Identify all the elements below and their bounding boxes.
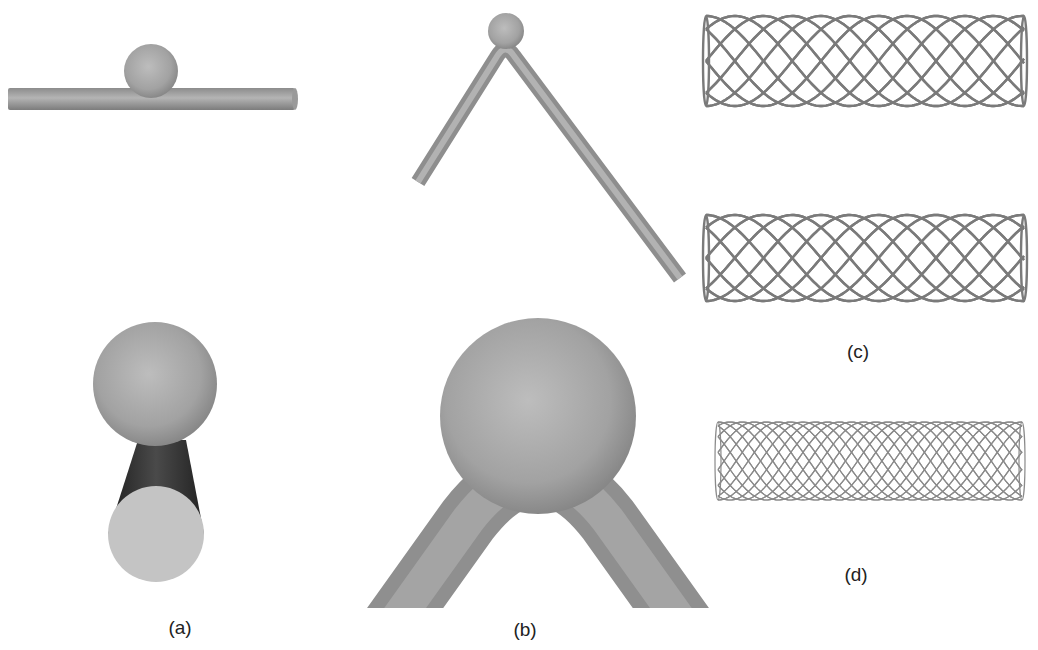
stent-strut (706, 16, 1024, 106)
panel-label: (d) (844, 564, 867, 586)
stent-strut (706, 16, 1024, 106)
rod-end (108, 486, 204, 582)
stent-strut (718, 422, 1022, 500)
stent-strut (718, 422, 1022, 500)
stent-strut (706, 16, 1024, 106)
stent-strut (718, 422, 1022, 500)
stent-strut (718, 422, 1022, 500)
stent-strut (718, 422, 1022, 500)
stent-strut (706, 16, 1024, 106)
stent-strut (718, 422, 1022, 500)
stent-strut (706, 16, 1024, 106)
stent-ring (715, 422, 721, 500)
bent-rod-highlight (418, 49, 680, 278)
stent-strut (718, 422, 1022, 500)
stent-ring (1021, 215, 1027, 301)
stent-strut (706, 215, 1024, 301)
stent-strut (718, 422, 1022, 500)
stent-strut (718, 422, 1022, 500)
stent-strut (706, 215, 1024, 301)
stent-strut (718, 422, 1022, 500)
stent-strut (706, 16, 1024, 106)
stent-strut (706, 16, 1024, 106)
panel-label: (c) (847, 341, 869, 363)
stent-strut (706, 16, 1024, 106)
stent-strut (706, 215, 1024, 301)
stent-strut (718, 422, 1022, 500)
stent-strut (706, 215, 1024, 301)
stent-strut (706, 215, 1024, 301)
stent-strut (706, 215, 1024, 301)
stent-strut (706, 215, 1024, 301)
stent-strut (706, 215, 1024, 301)
stent-strut (706, 215, 1024, 301)
panel-label: (a) (168, 617, 191, 639)
stent-strut (706, 16, 1024, 106)
stent-strut (706, 16, 1024, 106)
stent-strut (706, 215, 1024, 301)
stent-strut (718, 422, 1022, 500)
sphere (93, 322, 217, 446)
panel-label: (b) (513, 619, 536, 641)
stent-strut (706, 16, 1024, 106)
stent-strut (706, 215, 1024, 301)
stent-ring (1019, 422, 1025, 500)
stent (703, 16, 1027, 106)
stent-strut (718, 422, 1022, 500)
sphere (124, 44, 178, 98)
stent-strut (718, 422, 1022, 500)
sphere (440, 318, 636, 514)
stent-strut (718, 422, 1022, 500)
stent-strut (706, 215, 1024, 301)
stent-strut (718, 422, 1022, 500)
stent-ring (703, 16, 709, 106)
stent-strut (718, 422, 1022, 500)
stent-ring (703, 215, 709, 301)
stent-strut (718, 422, 1022, 500)
stent-strut (706, 215, 1024, 301)
stent-strut (706, 16, 1024, 106)
stent-strut (706, 16, 1024, 106)
bent-rod (418, 49, 680, 278)
stent-strut (706, 215, 1024, 301)
stent-strut (718, 422, 1022, 500)
stent-strut (718, 422, 1022, 500)
stent (715, 422, 1025, 500)
illustration (8, 13, 1027, 650)
stent-strut (706, 215, 1024, 301)
stent-strut (718, 422, 1022, 500)
stent-strut (718, 422, 1022, 500)
stent-strut (718, 422, 1022, 500)
stent (703, 215, 1027, 301)
stent-strut (718, 422, 1022, 500)
rod-end (292, 88, 298, 110)
stent-strut (706, 16, 1024, 106)
stent-strut (706, 215, 1024, 301)
stent-strut (718, 422, 1022, 500)
stent-strut (718, 422, 1022, 500)
stent-strut (718, 422, 1022, 500)
stent-strut (706, 16, 1024, 106)
sphere (488, 13, 524, 49)
stent-ring (1021, 16, 1027, 106)
stent-strut (706, 16, 1024, 106)
stent-strut (718, 422, 1022, 500)
